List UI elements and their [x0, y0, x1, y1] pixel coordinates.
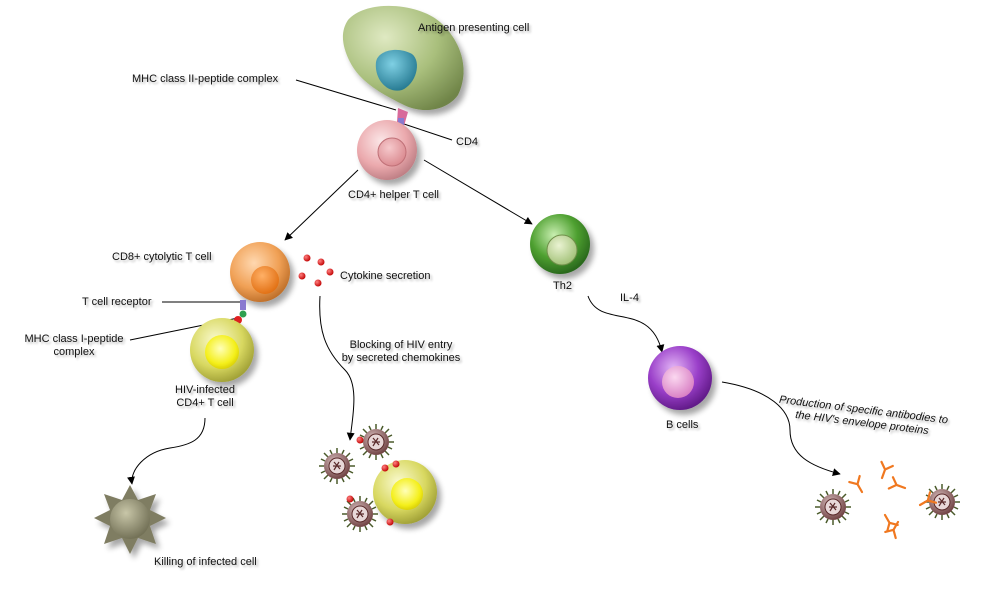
cd8-cytolytic-t-cell	[230, 242, 290, 302]
cd4-pointer	[403, 123, 453, 141]
label-hiv-line1: HIV-infected	[175, 384, 235, 396]
label-cytokine-secretion: Cytokine secretion	[340, 270, 431, 282]
label-blocking-hiv-entry: Blocking of HIV entry by secreted chemok…	[328, 339, 474, 365]
hiv-virus-icon	[318, 447, 356, 485]
label-blocking-line1: Blocking of HIV entry	[349, 339, 453, 351]
antigen-presenting-cell	[342, 5, 464, 111]
label-cd8-cytolytic-t-cell: CD8+ cytolytic T cell	[112, 251, 212, 263]
label-mhc2-complex: MHC class II-peptide complex	[132, 73, 279, 85]
mhc2-pointer	[295, 79, 397, 111]
label-hiv-line2: CD4+ T cell	[176, 397, 234, 409]
hiv-virus-icon	[341, 495, 379, 533]
antibody-icon	[848, 474, 869, 497]
label-killing-infected-cell: Killing of infected cell	[154, 556, 257, 568]
arrow-th2-to-bcells	[587, 295, 665, 353]
label-mhc1-line2: complex	[53, 346, 95, 358]
label-helper-t-cell: CD4+ helper T cell	[348, 189, 440, 201]
arrow-infected-to-killing	[127, 417, 206, 485]
arrow-helper-to-th2	[423, 159, 533, 225]
label-antigen-presenting-cell: Antigen presenting cell	[418, 22, 530, 34]
mhc2-peptide-complex	[397, 108, 408, 126]
label-mhc1-complex: MHC class I-peptide complex	[18, 333, 130, 359]
blocking-cluster	[318, 423, 437, 533]
th2-cell	[530, 214, 590, 274]
killed-infected-cell	[94, 485, 166, 554]
label-hiv-infected-cell: HIV-infected CD4+ T cell	[160, 384, 250, 410]
antibody-icon	[875, 460, 894, 482]
apc-nucleus	[375, 49, 417, 91]
cytokine-dots	[298, 254, 334, 287]
antibody-icon	[887, 476, 909, 495]
hiv-infected-cd4-t-cell	[190, 318, 254, 382]
label-b-cells: B cells	[666, 419, 699, 431]
b-cell	[648, 346, 712, 410]
label-blocking-line2: by secreted chemokines	[341, 352, 461, 364]
label-th2: Th2	[553, 280, 572, 292]
arrows	[127, 159, 841, 485]
label-mhc1-line1: MHC class I-peptide	[24, 333, 124, 345]
label-il4: IL-4	[620, 292, 639, 304]
cd4-helper-t-cell	[357, 120, 417, 180]
label-t-cell-receptor: T cell receptor	[82, 296, 152, 308]
tcr-mhc1-interface	[234, 300, 247, 324]
arrow-helper-to-cd8	[284, 169, 359, 241]
label-cd4: CD4	[456, 136, 479, 148]
hiv-virus-icon	[357, 423, 395, 461]
hiv-virus-icon	[814, 488, 852, 526]
arrow-cytokine-to-blocking	[319, 295, 355, 441]
arrow-bcells-to-antibodies	[721, 381, 841, 477]
